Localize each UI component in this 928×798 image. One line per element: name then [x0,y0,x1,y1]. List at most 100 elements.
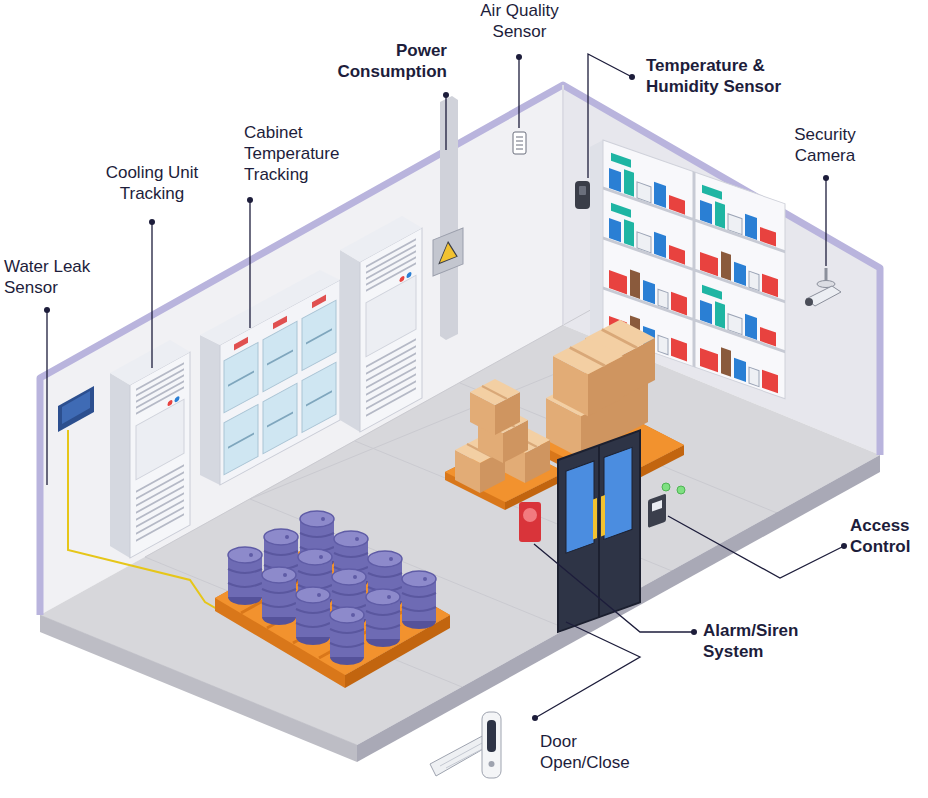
barrel [330,607,364,665]
leader-line [588,54,632,178]
unit-side [340,250,360,432]
leader-line [668,516,844,578]
leader-line [534,544,694,632]
leader-line [445,95,446,150]
barrel [228,547,262,605]
callout-label: Alarm/Siren System [703,620,823,662]
cooling-unit [130,352,190,558]
shelf-side [590,140,603,340]
unit-front [130,352,190,558]
callout-label: Cabinet Temperature Tracking [244,122,364,185]
leader-line [151,222,152,368]
access-reader [648,494,666,528]
leader-dot [532,715,538,721]
led [175,395,180,403]
display [273,316,287,330]
unit-side-face [340,250,360,432]
leader-line [249,200,250,328]
cooling-unit [360,228,422,432]
leader-dot [823,175,829,181]
led [400,275,405,283]
leader-line [518,57,519,128]
leader-dot [629,74,635,80]
door-handle [593,498,597,539]
unit-top [110,340,190,385]
camera-body [806,286,841,306]
leader-dot [247,197,253,203]
alarm-light [523,508,537,522]
barrel [296,587,330,645]
led [168,399,173,407]
display [234,337,248,351]
glass-shelf [228,329,332,447]
shelf-items [700,184,776,247]
shelf-items [700,340,778,393]
barrel [262,567,296,625]
leader-dot [841,543,847,549]
reader-screen [652,500,662,512]
status-light [662,483,670,491]
leader-line [535,622,640,718]
air-sensor-vent [516,137,523,149]
callout-label: Water Leak Sensor [4,256,104,298]
door-sensor-strip [487,720,496,752]
callout-label: Security Camera [775,124,875,166]
grille [136,363,184,540]
wall-corner [562,85,564,325]
leader-dot [691,629,697,635]
leak-panel [58,386,94,432]
door-handle [601,495,605,536]
box [470,379,520,435]
leader-line [46,310,47,485]
shelf-items [609,262,687,315]
callout-label: Cooling Unit Tracking [92,162,212,204]
unit-side [110,373,130,558]
power-conduit [440,96,458,340]
magnet-bar-line [440,742,488,768]
callout-label: Air Quality Sensor [467,0,572,42]
callout-label: Temperature & Humidity Sensor [646,55,826,97]
leader-lines [47,54,844,718]
temp-sensor-screen [579,186,586,195]
shelf-items [609,152,685,215]
glass-pane [263,321,297,391]
unit-panel [136,399,184,479]
door-panel [558,430,640,632]
grille [366,239,416,416]
led [407,271,412,279]
box [553,338,623,416]
callout-label: Access Control [850,515,922,557]
unit-panel [366,275,416,357]
leader-line [825,178,826,266]
leader-dot [149,219,155,225]
leader-dot [44,307,50,313]
power-box [433,228,463,276]
air-sensor [513,132,526,154]
display [312,295,326,309]
cabinet-side-face [200,335,220,485]
warning-sign [439,238,457,263]
leak-screen [62,391,90,424]
leader-dots [44,54,847,721]
door-window [604,447,632,539]
power-box-face [433,228,463,276]
door-sensor [482,712,501,778]
unit-front [360,228,422,432]
door-split [598,445,600,617]
barrel [402,571,436,629]
glass-pane [263,383,297,453]
cabinet-side [200,335,220,485]
temp-sensor [575,181,590,209]
door [558,430,640,632]
unit-top [340,216,422,262]
barrel [366,589,400,647]
leader-dot [516,54,522,60]
unit-side-face [110,373,130,558]
reader-body [648,494,666,528]
wall-rim [40,85,880,615]
cabinet-top [200,270,340,345]
door-sensor-dot [489,761,495,767]
